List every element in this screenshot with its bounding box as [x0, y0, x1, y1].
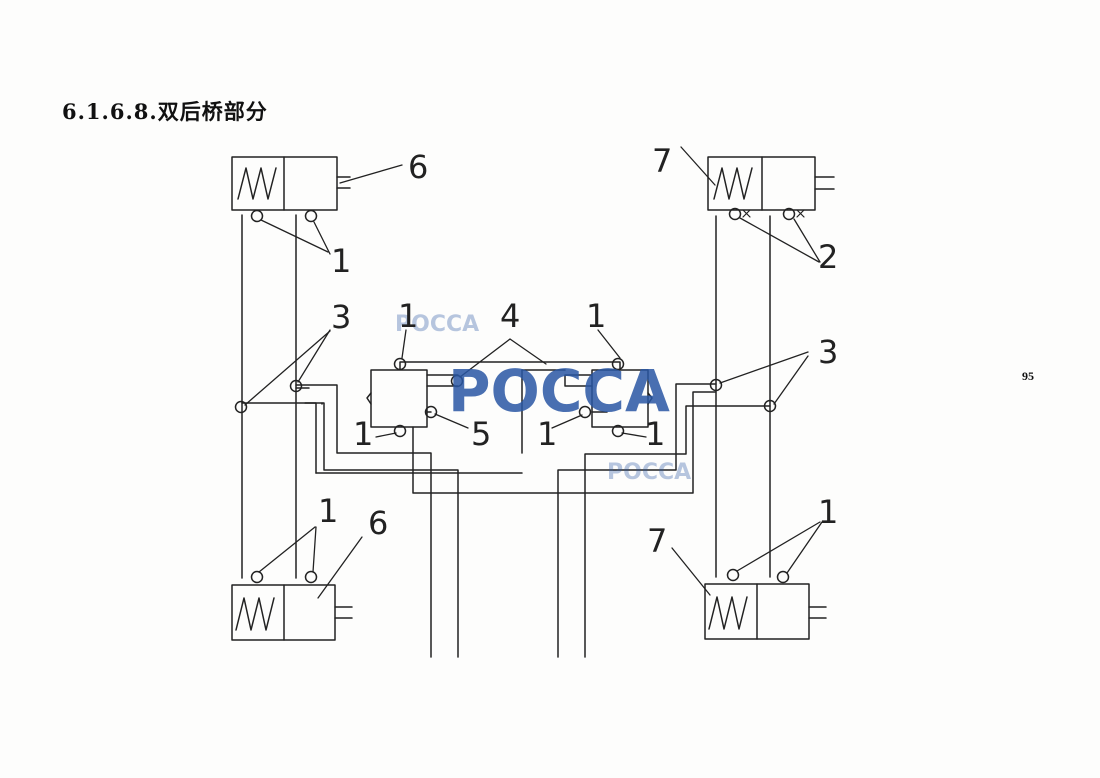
watermark-small-bottom: POCCA — [607, 460, 691, 485]
callouts: 6 1 3 1 4 1 1 5 1 1 7 2 3 1 6 7 1 — [318, 142, 838, 560]
callout-1-bottom-right: 1 — [818, 493, 838, 531]
brake-chamber-top-right — [707, 156, 835, 211]
page-title: 6.1.6.8.双后桥部分 — [62, 99, 268, 124]
callout-1-center-left: 1 — [398, 297, 418, 335]
callout-1-bottom-center-right: 1 — [537, 415, 557, 453]
watermark-large-text: POCCA — [448, 357, 670, 425]
callout-1-bottom-center-left: 1 — [353, 415, 373, 453]
relay-valve-right — [591, 369, 653, 428]
callout-6-bottom: 6 — [368, 504, 388, 542]
check-marks — [742, 209, 805, 218]
callout-7-top: 7 — [652, 142, 672, 180]
brake-chamber-bottom-left — [231, 584, 353, 641]
callout-3-left: 3 — [331, 298, 351, 336]
fittings — [234, 207, 796, 584]
callout-2: 2 — [818, 238, 838, 276]
page-number: 95 — [1022, 369, 1034, 383]
callout-1-center-right: 1 — [586, 297, 606, 335]
pipes-right — [521, 215, 771, 658]
callout-4: 4 — [500, 297, 520, 335]
leader-lines — [244, 146, 823, 599]
callout-1-bottom-right-valve: 1 — [645, 415, 665, 453]
callout-1-bottom-left-a: 1 — [318, 492, 338, 530]
watermark-large: POCCA — [448, 357, 670, 425]
watermark-small-top: POCCA — [395, 312, 479, 337]
callout-3-right: 3 — [818, 333, 838, 371]
callout-5: 5 — [471, 415, 491, 453]
callout-6-top: 6 — [408, 148, 428, 186]
relay-valve-left — [366, 369, 428, 428]
pipes-left — [241, 214, 716, 658]
watermark-logos: POCCA POCCA — [395, 312, 691, 485]
callout-7-bottom: 7 — [647, 522, 667, 560]
brake-chamber-top-left — [231, 156, 351, 211]
brake-chamber-bottom-right — [704, 583, 827, 640]
callout-1-top-left: 1 — [331, 242, 351, 280]
